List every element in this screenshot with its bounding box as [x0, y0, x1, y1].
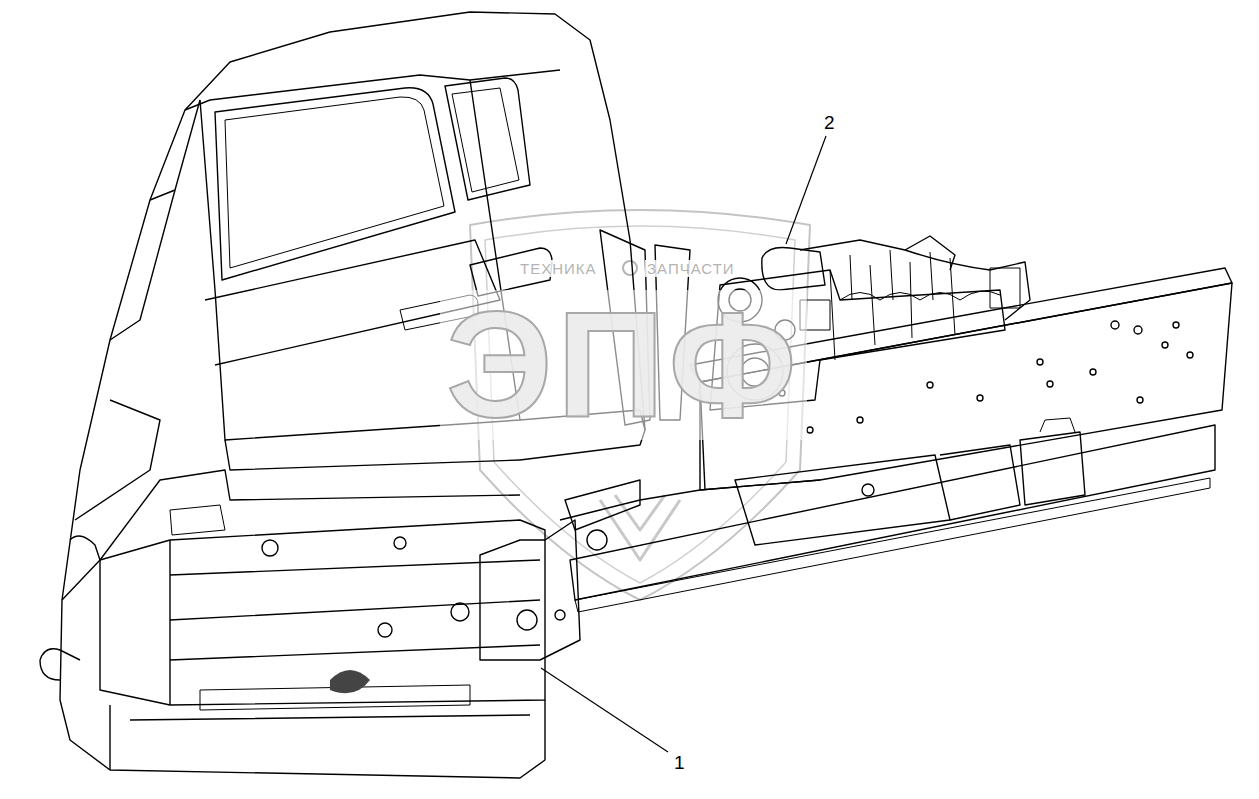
- watermark-text: ЗАПЧАСТИ: [645, 260, 737, 277]
- callout-number: 2: [822, 112, 837, 133]
- watermark-text: ТЕХНИКА: [518, 260, 599, 277]
- callout-number: 1: [672, 752, 687, 773]
- watermark-logo: ЭПФ: [440, 290, 807, 440]
